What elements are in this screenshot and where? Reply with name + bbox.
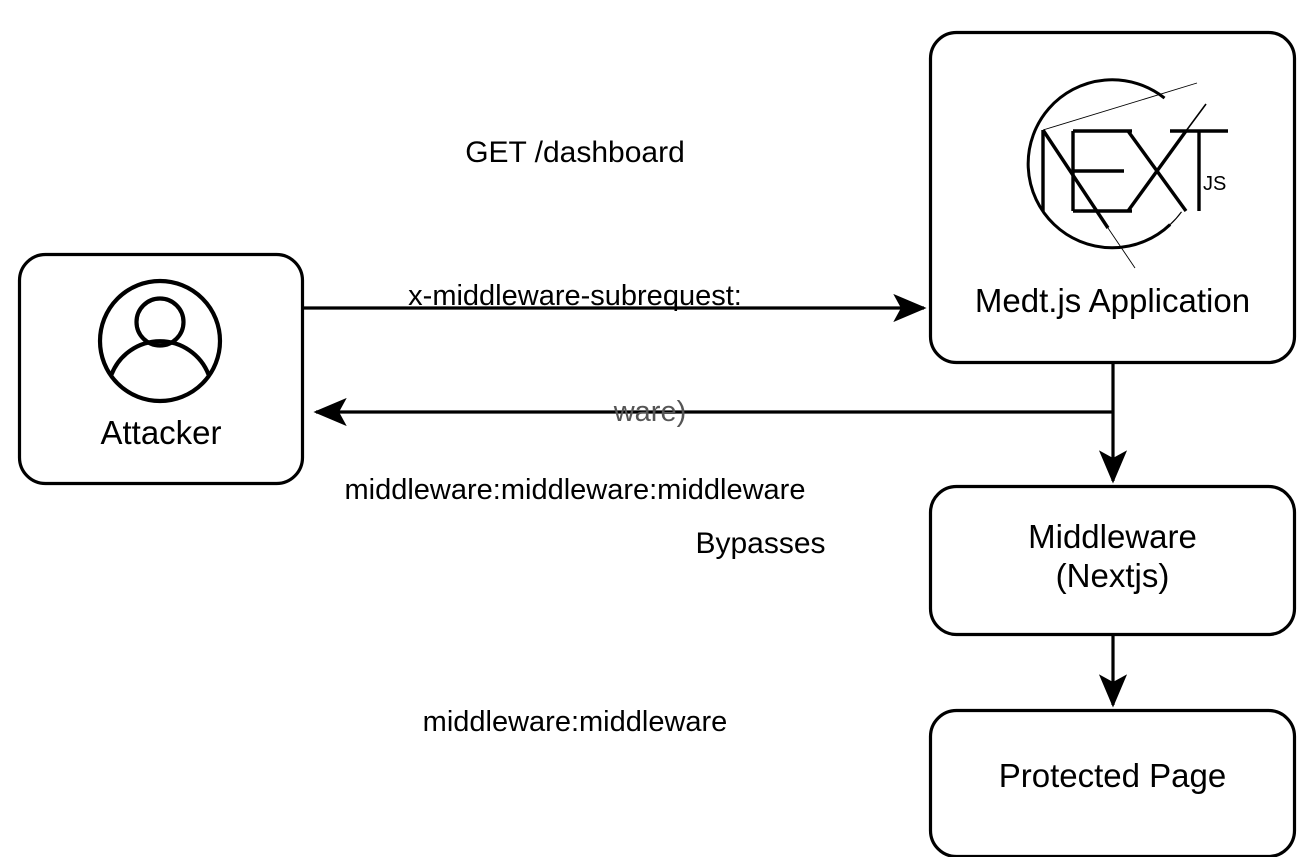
nextjs-logo-icon: JS bbox=[1026, 78, 1228, 269]
request-header-value-overlap: ware) bbox=[613, 395, 687, 428]
middleware-node-box[interactable] bbox=[928, 484, 1297, 637]
user-avatar-icon bbox=[97, 278, 223, 404]
nextjs-logo-js-text: JS bbox=[1203, 173, 1226, 195]
attacker-node-box[interactable] bbox=[17, 252, 305, 486]
request-header-name: x-middleware-subrequest: bbox=[408, 280, 742, 312]
nextjs-app-node-box[interactable] bbox=[928, 30, 1297, 365]
request-header-value-line1-wrap: middleware:middleware:middleware ware) bbox=[215, 394, 935, 627]
request-method-line: GET /dashboard bbox=[465, 136, 685, 169]
bypass-edge-label: Bypasses bbox=[695, 527, 826, 560]
request-edge-label: GET /dashboard x-middleware-subrequest: … bbox=[215, 55, 935, 820]
request-header-value-line2: middleware:middleware bbox=[422, 706, 728, 739]
protected-page-node-box[interactable] bbox=[928, 708, 1297, 857]
request-header-value-line1: middleware:middleware:middleware bbox=[344, 473, 806, 506]
